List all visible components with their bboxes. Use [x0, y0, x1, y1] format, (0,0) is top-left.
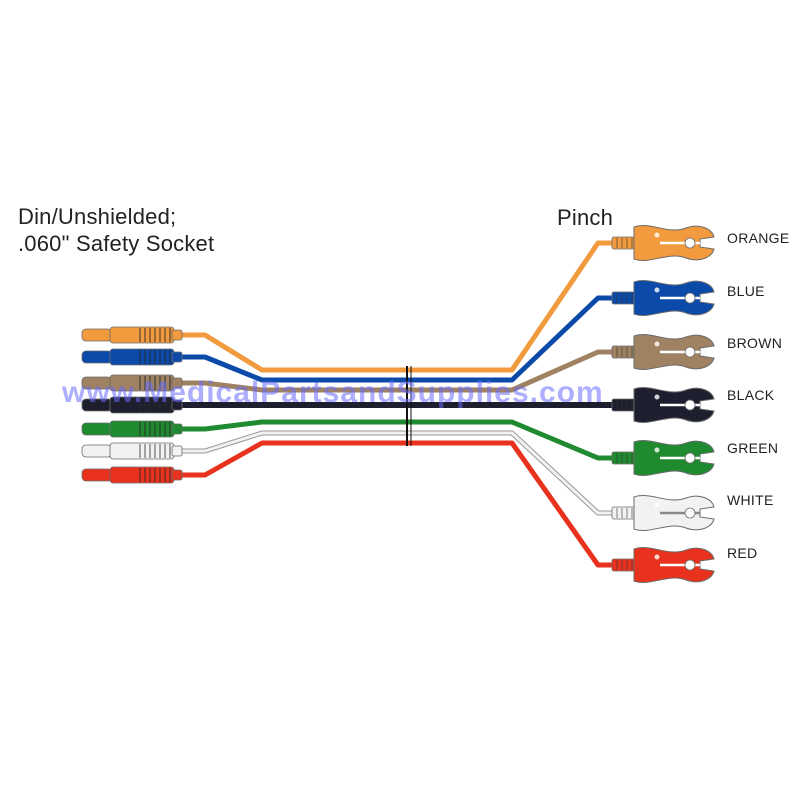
din-pin-white	[81, 444, 113, 458]
clip-hole-green	[654, 447, 660, 453]
din-connector-black-icon	[81, 396, 183, 414]
din-connector-blue-icon	[81, 348, 183, 366]
pinch-clip-blue-icon	[611, 280, 715, 316]
lead-label-red: RED	[727, 545, 758, 561]
left-title-line-1: Din/Unshielded;	[18, 204, 177, 229]
din-pin-blue	[81, 350, 113, 364]
clip-eye-orange	[684, 237, 696, 249]
clip-eye-brown	[684, 346, 696, 358]
lead-label-orange: ORANGE	[727, 230, 790, 246]
din-pin-orange	[81, 328, 113, 342]
clip-hole-brown	[654, 341, 660, 347]
clip-hole-black	[654, 394, 660, 400]
wire-orange	[180, 240, 618, 373]
din-strain-relief-brown	[171, 377, 183, 389]
din-connector-group	[81, 326, 183, 484]
wire-brown	[180, 349, 618, 393]
clip-eye-green	[684, 452, 696, 464]
din-strain-relief-white	[171, 445, 183, 457]
din-strain-relief-orange	[171, 329, 183, 341]
lead-label-white: WHITE	[727, 492, 774, 508]
wire-green	[180, 419, 618, 461]
clip-eye-blue	[684, 292, 696, 304]
wire-blue	[180, 295, 618, 383]
pinch-clip-orange-icon	[611, 225, 715, 261]
din-strain-relief-red	[171, 469, 183, 481]
pinch-clip-green-icon	[611, 440, 715, 476]
clip-eye-red	[684, 559, 696, 571]
clip-hole-blue	[654, 287, 660, 293]
wire-white	[180, 431, 618, 515]
din-connector-green-icon	[81, 420, 183, 438]
pinch-clip-brown-icon	[611, 334, 715, 370]
clip-hole-white	[654, 502, 660, 508]
din-connector-orange-icon	[81, 326, 183, 344]
lead-label-black: BLACK	[727, 387, 775, 403]
left-title-line-2: .060" Safety Socket	[18, 231, 215, 256]
lead-label-blue: BLUE	[727, 283, 765, 299]
din-strain-relief-black	[171, 399, 183, 411]
pinch-clip-group	[611, 225, 715, 583]
watermark: www.MedicalPartsandSupplies.com	[62, 376, 604, 409]
clip-eye-white	[684, 507, 696, 519]
din-strain-relief-blue	[171, 351, 183, 363]
bundle-marks	[406, 366, 412, 446]
wire-red	[180, 440, 618, 568]
pinch-clip-white-icon	[611, 495, 715, 531]
clip-eye-black	[684, 399, 696, 411]
din-connector-red-icon	[81, 466, 183, 484]
lead-label-green: GREEN	[727, 440, 779, 456]
din-connector-brown-icon	[81, 374, 183, 392]
din-pin-green	[81, 422, 113, 436]
din-connector-white-icon	[81, 442, 183, 460]
pinch-title: Pinch	[557, 205, 614, 230]
din-strain-relief-green	[171, 423, 183, 435]
clip-hole-red	[654, 554, 660, 560]
lead-label-brown: BROWN	[727, 335, 783, 351]
clip-hole-orange	[654, 232, 660, 238]
pinch-clip-red-icon	[611, 547, 715, 583]
din-pin-red	[81, 468, 113, 482]
wire-group	[180, 240, 618, 568]
pinch-clip-black-icon	[611, 387, 715, 423]
